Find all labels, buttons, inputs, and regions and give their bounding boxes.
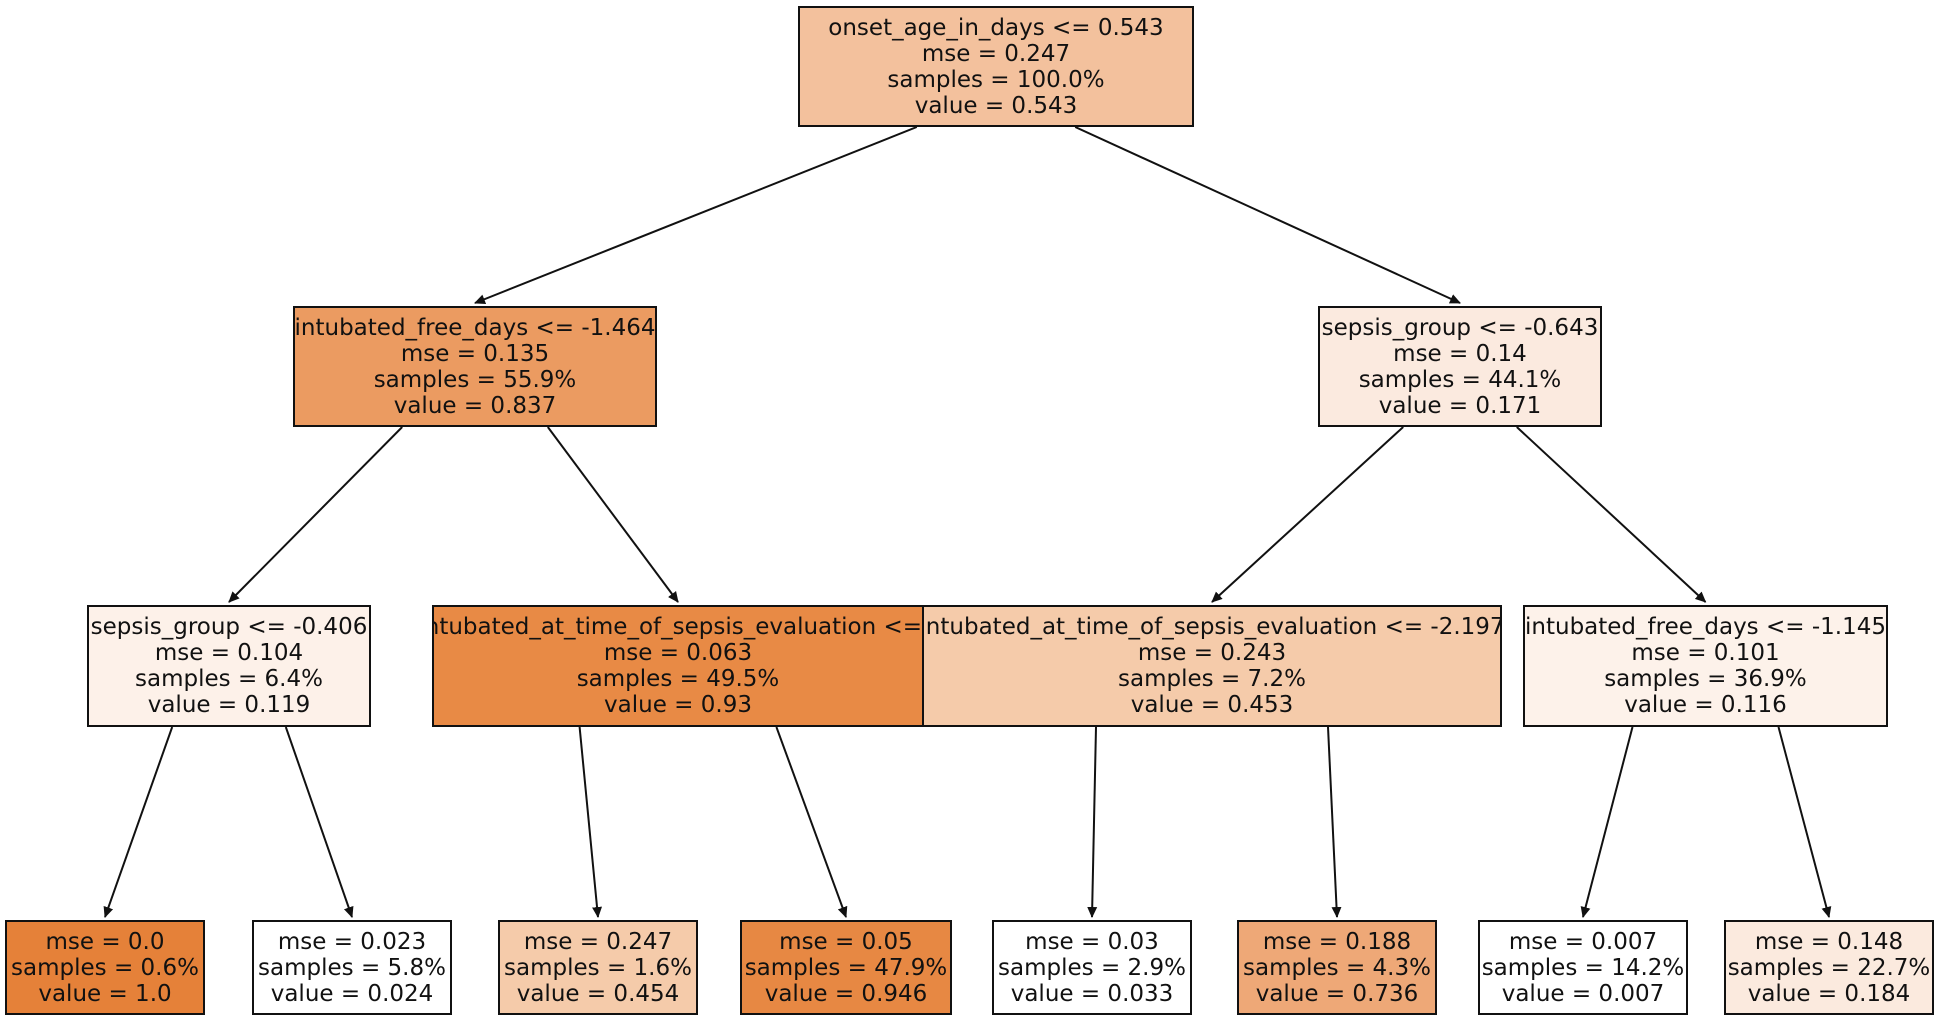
node-mse-label: mse = 0.148 xyxy=(1754,928,1904,955)
node-value-label: value = 0.543 xyxy=(914,92,1078,119)
node-value-label: value = 0.837 xyxy=(393,392,557,419)
node-samples-label: samples = 5.8% xyxy=(258,954,446,981)
node-split-label: intubated_free_days <= -1.145 xyxy=(1525,614,1886,640)
node-mse-label: mse = 0.104 xyxy=(154,640,304,666)
tree-leaf-3: mse = 0.247 samples = 1.6% value = 0.454 xyxy=(498,920,698,1015)
node-mse-label: mse = 0.14 xyxy=(1393,340,1527,367)
tree-edge-n0-n2 xyxy=(1074,126,1461,304)
node-samples-label: samples = 55.9% xyxy=(373,366,577,393)
tree-node-sepsis-group-left: sepsis_group <= -0.406 mse = 0.104 sampl… xyxy=(87,605,371,727)
tree-edge-n1-n3 xyxy=(228,426,403,603)
node-samples-label: samples = 47.9% xyxy=(744,954,948,981)
node-value-label: value = 0.119 xyxy=(147,692,311,718)
tree-node-intubated-at-sepsis-eval-right: intubated_at_time_of_sepsis_evaluation <… xyxy=(922,605,1502,727)
node-value-label: value = 1.0 xyxy=(38,980,172,1007)
node-mse-label: mse = 0.063 xyxy=(603,640,753,666)
tree-edge-n5-n11 xyxy=(1087,726,1098,918)
tree-edge-n5-n12 xyxy=(1327,726,1342,918)
node-samples-label: samples = 4.3% xyxy=(1243,954,1431,981)
node-split-label: intubated_at_time_of_sepsis_evaluation <… xyxy=(922,614,1502,640)
node-mse-label: mse = 0.05 xyxy=(779,928,913,955)
node-mse-label: mse = 0.243 xyxy=(1137,640,1287,666)
node-samples-label: samples = 44.1% xyxy=(1358,366,1562,393)
node-mse-label: mse = 0.0 xyxy=(45,928,165,955)
node-samples-label: samples = 49.5% xyxy=(576,666,780,692)
tree-leaf-1: mse = 0.0 samples = 0.6% value = 1.0 xyxy=(5,920,205,1015)
tree-edge-n2-n5 xyxy=(1211,426,1404,603)
node-value-label: value = 0.171 xyxy=(1378,392,1542,419)
node-value-label: value = 0.033 xyxy=(1010,980,1174,1007)
tree-leaf-5: mse = 0.03 samples = 2.9% value = 0.033 xyxy=(992,920,1192,1015)
node-split-label: sepsis_group <= -0.643 xyxy=(1321,314,1599,341)
node-value-label: value = 0.184 xyxy=(1747,980,1911,1007)
tree-edge-n6-n13 xyxy=(1580,726,1634,918)
tree-leaf-8: mse = 0.148 samples = 22.7% value = 0.18… xyxy=(1724,920,1934,1015)
node-value-label: value = 0.93 xyxy=(604,692,752,718)
node-mse-label: mse = 0.023 xyxy=(277,928,427,955)
tree-edge-n3-n7 xyxy=(103,726,174,918)
node-samples-label: samples = 100.0% xyxy=(887,66,1105,93)
tree-edge-n2-n6 xyxy=(1516,426,1707,603)
node-split-label: intubated_at_time_of_sepsis_evaluation <… xyxy=(432,614,924,640)
node-samples-label: samples = 1.6% xyxy=(504,954,692,981)
tree-leaf-2: mse = 0.023 samples = 5.8% value = 0.024 xyxy=(252,920,452,1015)
node-value-label: value = 0.007 xyxy=(1501,980,1665,1007)
node-samples-label: samples = 0.6% xyxy=(11,954,199,981)
tree-leaf-4: mse = 0.05 samples = 47.9% value = 0.946 xyxy=(740,920,952,1015)
node-value-label: value = 0.453 xyxy=(1130,692,1294,718)
tree-node-root: onset_age_in_days <= 0.543 mse = 0.247 s… xyxy=(798,6,1194,127)
node-mse-label: mse = 0.247 xyxy=(921,40,1071,67)
node-value-label: value = 0.116 xyxy=(1624,692,1787,718)
node-value-label: value = 0.454 xyxy=(516,980,680,1007)
node-samples-label: samples = 2.9% xyxy=(998,954,1186,981)
tree-node-intubated-free-days: intubated_free_days <= -1.464 mse = 0.13… xyxy=(293,306,657,427)
node-samples-label: samples = 36.9% xyxy=(1604,666,1807,692)
tree-edge-n6-n14 xyxy=(1777,726,1832,918)
node-samples-label: samples = 14.2% xyxy=(1481,954,1685,981)
node-split-label: onset_age_in_days <= 0.543 xyxy=(828,14,1164,41)
node-samples-label: samples = 22.7% xyxy=(1727,954,1931,981)
tree-node-intubated-free-days-right: intubated_free_days <= -1.145 mse = 0.10… xyxy=(1523,605,1888,727)
tree-node-intubated-at-sepsis-eval-left: intubated_at_time_of_sepsis_evaluation <… xyxy=(432,605,924,727)
node-split-label: sepsis_group <= -0.406 xyxy=(90,614,368,640)
node-mse-label: mse = 0.03 xyxy=(1025,928,1159,955)
node-mse-label: mse = 0.135 xyxy=(400,340,550,367)
node-value-label: value = 0.946 xyxy=(764,980,928,1007)
node-mse-label: mse = 0.247 xyxy=(523,928,673,955)
tree-edge-n3-n8 xyxy=(284,726,354,918)
node-mse-label: mse = 0.007 xyxy=(1508,928,1658,955)
node-value-label: value = 0.024 xyxy=(270,980,434,1007)
node-mse-label: mse = 0.188 xyxy=(1262,928,1412,955)
node-mse-label: mse = 0.101 xyxy=(1631,640,1780,666)
tree-edge-n0-n1 xyxy=(474,126,918,304)
node-samples-label: samples = 7.2% xyxy=(1118,666,1306,692)
node-split-label: intubated_free_days <= -1.464 xyxy=(294,314,656,341)
node-samples-label: samples = 6.4% xyxy=(135,666,323,692)
tree-edge-n1-n4 xyxy=(546,426,679,603)
tree-node-sepsis-group: sepsis_group <= -0.643 mse = 0.14 sample… xyxy=(1318,306,1602,427)
tree-edge-n4-n10 xyxy=(775,726,848,918)
node-value-label: value = 0.736 xyxy=(1255,980,1419,1007)
tree-leaf-7: mse = 0.007 samples = 14.2% value = 0.00… xyxy=(1478,920,1688,1015)
tree-edge-n4-n9 xyxy=(578,726,603,918)
tree-leaf-6: mse = 0.188 samples = 4.3% value = 0.736 xyxy=(1237,920,1437,1015)
